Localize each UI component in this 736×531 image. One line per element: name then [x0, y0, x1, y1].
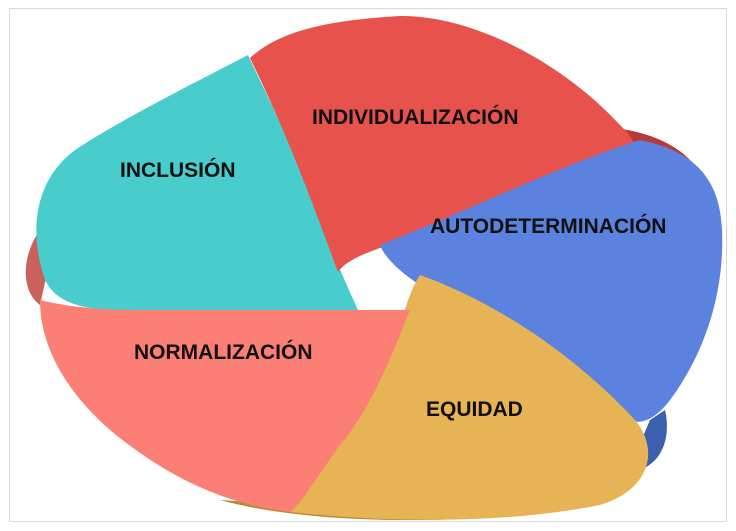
label-inclusion: INCLUSIÓN [120, 158, 236, 182]
label-equidad: EQUIDAD [426, 398, 523, 421]
diagram-frame [9, 8, 727, 522]
label-autodeterminacion: AUTODETERMINACIÓN [430, 214, 666, 238]
segment-inclusion [36, 55, 358, 310]
label-individualizacion: INDIVIDUALIZACIÓN [312, 105, 519, 129]
segment-autodeterminacion [380, 140, 723, 422]
label-normalizacion: NORMALIZACIÓN [134, 340, 312, 364]
segment-normalizacion [40, 300, 410, 512]
segment-individualizacion [250, 15, 634, 272]
segment-equidad [235, 275, 649, 520]
